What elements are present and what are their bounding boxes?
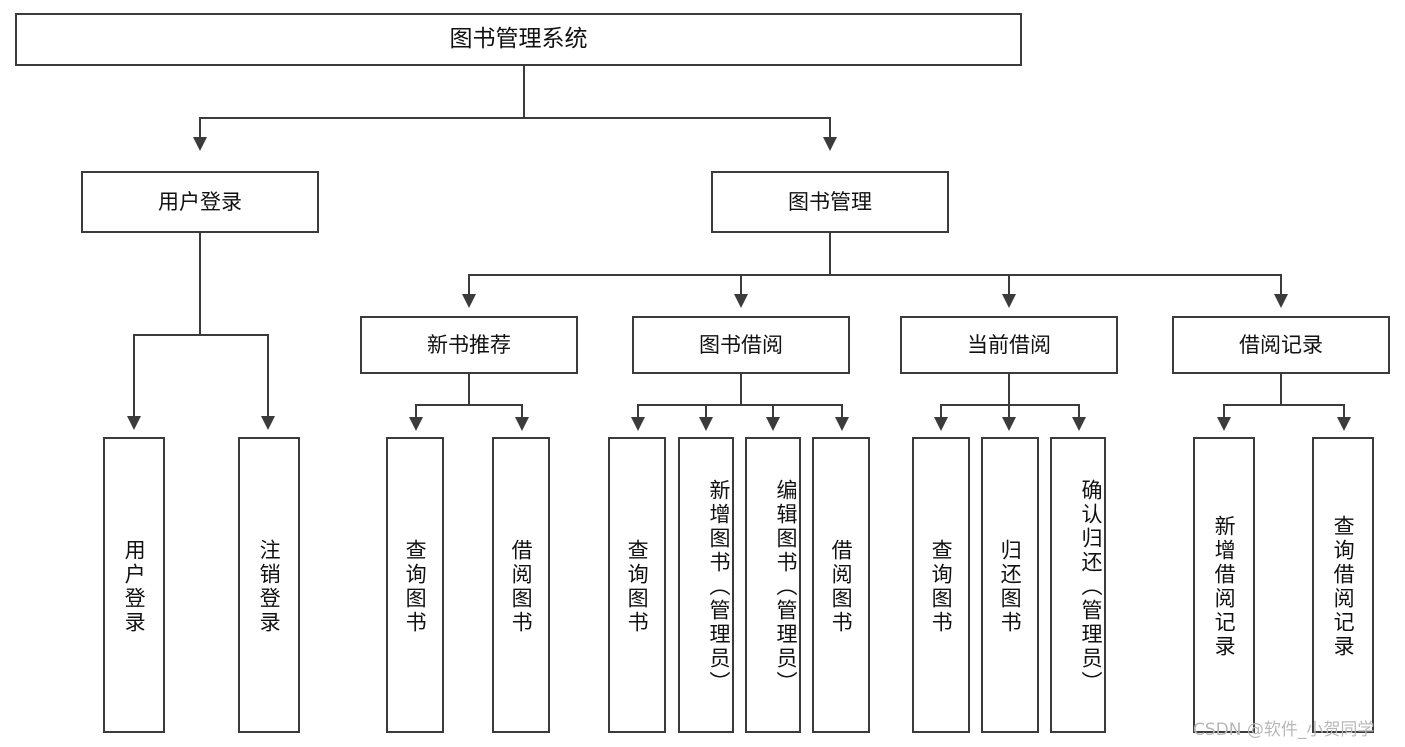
connector-user-login-drop-1 bbox=[133, 334, 135, 418]
arrowhead-bb-query-book bbox=[631, 417, 645, 431]
connector-level3-drop-2 bbox=[740, 274, 742, 296]
connector-br-stem bbox=[1280, 374, 1282, 405]
leaf-nbr-borrow-book[interactable]: 借阅图书 bbox=[492, 437, 550, 733]
node-current-borrow[interactable]: 当前借阅 bbox=[900, 316, 1118, 374]
connector-bb-drop-3 bbox=[772, 404, 774, 419]
arrowhead-book-borrow bbox=[734, 294, 748, 308]
connector-level3-drop-4 bbox=[1280, 274, 1282, 296]
node-borrow-record[interactable]: 借阅记录 bbox=[1172, 316, 1390, 374]
csdn-watermark: CSDN @软件_小贺同学 bbox=[1193, 720, 1375, 740]
leaf-cb-return-book[interactable]: 归还图书 bbox=[981, 437, 1039, 733]
connector-user-login-stem bbox=[199, 233, 201, 335]
leaf-bb-edit-book[interactable]: 编辑图书（管理员） bbox=[745, 437, 801, 733]
connector-book-manage-stem bbox=[829, 233, 831, 275]
leaf-cb-confirm-return[interactable]: 确认归还（管理员） bbox=[1050, 437, 1106, 733]
connector-cb-drop-2 bbox=[1008, 404, 1010, 419]
connector-bb-drop-2 bbox=[705, 404, 707, 419]
leaf-bb-query-book[interactable]: 查询图书 bbox=[608, 437, 666, 733]
connector-user-login-drop-2 bbox=[267, 334, 269, 418]
leaf-bb-add-book[interactable]: 新增图书（管理员） bbox=[678, 437, 734, 733]
arrowhead-br-add-record bbox=[1217, 417, 1231, 431]
connector-cb-drop-1 bbox=[940, 404, 942, 419]
connector-nbr-drop-2 bbox=[521, 404, 523, 419]
connector-br-drop-2 bbox=[1343, 404, 1345, 419]
connector-br-drop-1 bbox=[1223, 404, 1225, 419]
leaf-bb-borrow-book[interactable]: 借阅图书 bbox=[812, 437, 870, 733]
connector-level1-bus bbox=[199, 117, 831, 119]
connector-user-login-bus bbox=[133, 334, 267, 336]
arrowhead-new-book-recommend bbox=[462, 294, 476, 308]
arrowhead-bb-borrow-book bbox=[835, 417, 849, 431]
arrowhead-nbr-query-book bbox=[409, 417, 423, 431]
connector-root-stem bbox=[523, 66, 525, 118]
arrowhead-cb-return-book bbox=[1002, 417, 1016, 431]
arrowhead-cb-query-book bbox=[934, 417, 948, 431]
connector-bb-stem bbox=[740, 374, 742, 405]
leaf-user-login[interactable]: 用户登录 bbox=[103, 437, 165, 733]
node-root-system[interactable]: 图书管理系统 bbox=[15, 13, 1022, 66]
arrowhead-book-manage bbox=[823, 137, 837, 151]
connector-cb-stem bbox=[1008, 374, 1010, 405]
arrowhead-nbr-borrow-book bbox=[515, 417, 529, 431]
arrowhead-user-login bbox=[193, 137, 207, 151]
connector-nbr-stem bbox=[468, 374, 470, 405]
arrowhead-bb-add-book bbox=[699, 417, 713, 431]
connector-nbr-drop-1 bbox=[415, 404, 417, 419]
arrowhead-br-query-record bbox=[1337, 417, 1351, 431]
connector-br-bus bbox=[1223, 404, 1343, 406]
leaf-cb-query-book[interactable]: 查询图书 bbox=[912, 437, 970, 733]
connector-nbr-bus bbox=[415, 404, 521, 406]
node-book-borrow[interactable]: 图书借阅 bbox=[632, 316, 850, 374]
connector-bb-bus bbox=[637, 404, 841, 406]
arrowhead-cb-confirm-return bbox=[1072, 417, 1086, 431]
connector-level3-drop-3 bbox=[1008, 274, 1010, 296]
leaf-nbr-query-book[interactable]: 查询图书 bbox=[386, 437, 444, 733]
connector-bb-drop-1 bbox=[637, 404, 639, 419]
arrowhead-leaf-user-login bbox=[127, 416, 141, 430]
node-book-manage[interactable]: 图书管理 bbox=[711, 171, 949, 233]
leaf-logout[interactable]: 注销登录 bbox=[238, 437, 300, 733]
node-new-book-recommend[interactable]: 新书推荐 bbox=[360, 316, 578, 374]
connector-level1-drop-right bbox=[829, 117, 831, 139]
arrowhead-borrow-record bbox=[1274, 294, 1288, 308]
leaf-br-query-record[interactable]: 查询借阅记录 bbox=[1312, 437, 1374, 733]
connector-level3-drop-1 bbox=[468, 274, 470, 296]
arrowhead-leaf-logout bbox=[261, 416, 275, 430]
leaf-br-add-record[interactable]: 新增借阅记录 bbox=[1193, 437, 1255, 733]
arrowhead-bb-edit-book bbox=[766, 417, 780, 431]
connector-level3-bus bbox=[468, 274, 1280, 276]
node-user-login[interactable]: 用户登录 bbox=[81, 171, 319, 233]
connector-bb-drop-4 bbox=[841, 404, 843, 419]
arrowhead-current-borrow bbox=[1002, 294, 1016, 308]
connector-cb-drop-3 bbox=[1078, 404, 1080, 419]
connector-level1-drop-left bbox=[199, 117, 201, 139]
